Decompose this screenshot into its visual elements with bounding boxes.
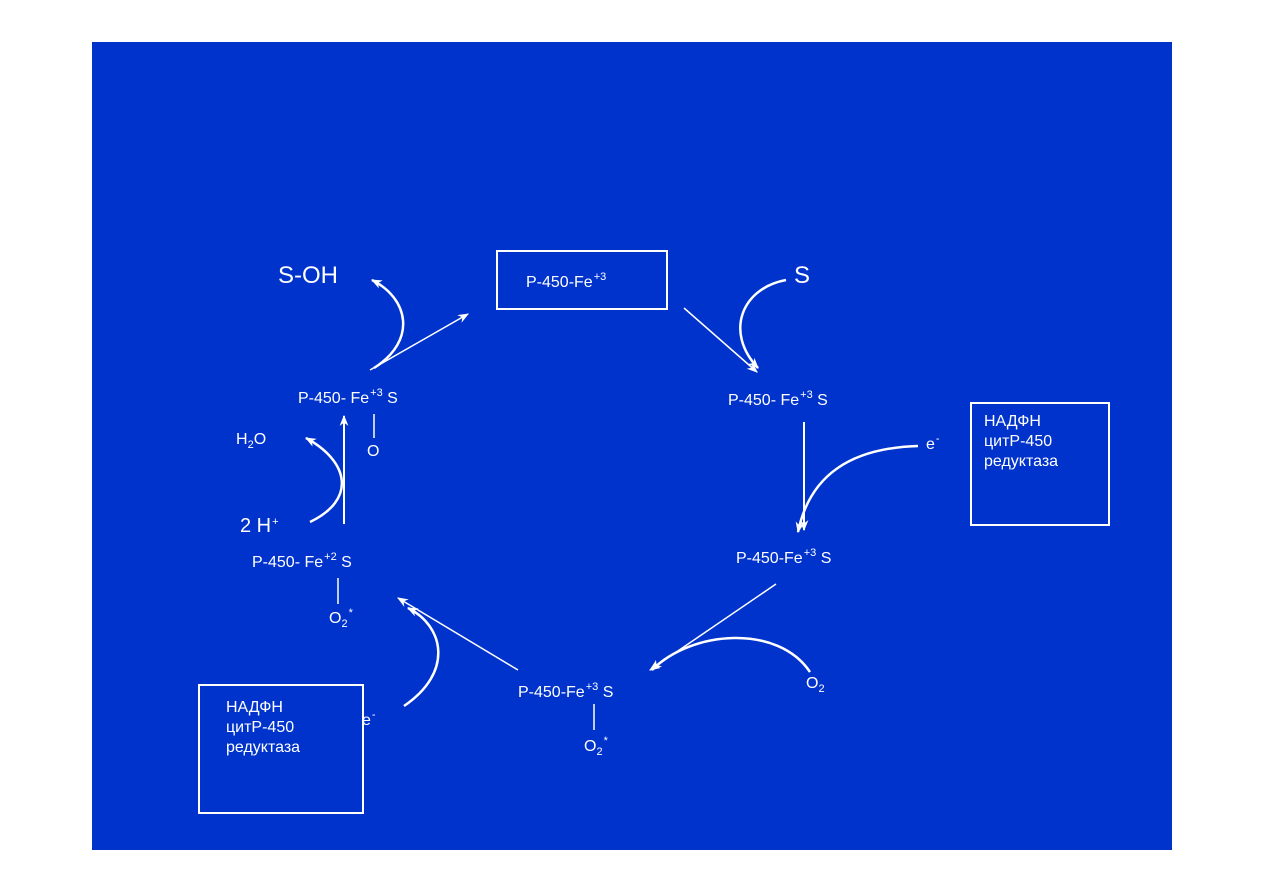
node-left-upper-ligand: O (367, 443, 380, 460)
label-oxygen: O2 (806, 675, 825, 695)
node-top: P-450-Fe+3 (526, 271, 607, 291)
arrow-top-to-right-upper (683, 307, 758, 373)
label-substrate: S (794, 262, 811, 289)
curve-substrate-in (739, 278, 787, 369)
cycle-arrows (92, 42, 1172, 850)
slide-background (92, 42, 1172, 850)
label-electron-right: e- (926, 433, 940, 453)
node-bottom-ligand: O2* (584, 735, 608, 758)
arrow-left-upper-to-top (369, 313, 469, 371)
curve-protons-water (305, 436, 343, 524)
curve-product-out (371, 278, 405, 370)
node-left-upper: P-450- Fe+3 S (298, 387, 398, 407)
label-protons: 2 H+ (240, 515, 279, 537)
diagram-slide: P-450-Fe+3 P-450- Fe+3 S P-450-Fe+3 S P-… (92, 42, 1172, 850)
curve-oxygen-in (651, 636, 812, 673)
reductase-box-right (970, 402, 1110, 526)
node-right-lower: P-450-Fe+3 S (736, 547, 832, 567)
reductase-box-left (198, 684, 364, 814)
curve-electron-right-in (795, 444, 919, 534)
reductase-label-left: НАДФН цитР-450 редуктаза (226, 699, 301, 756)
node-bottom: P-450-Fe+3 S (518, 681, 614, 701)
curve-electron-left-in (403, 606, 440, 708)
reductase-label-right: НАДФН цитР-450 редуктаза (984, 413, 1059, 470)
label-water: H2O (236, 431, 267, 451)
node-right-upper: P-450- Fe+3 S (728, 389, 828, 409)
node-top-box (496, 250, 668, 310)
label-electron-left: e- (362, 709, 376, 729)
node-left-lower-ligand: O2* (329, 607, 353, 630)
label-product: S-OH (278, 262, 338, 289)
node-left-lower: P-450- Fe+2 S (252, 551, 352, 571)
